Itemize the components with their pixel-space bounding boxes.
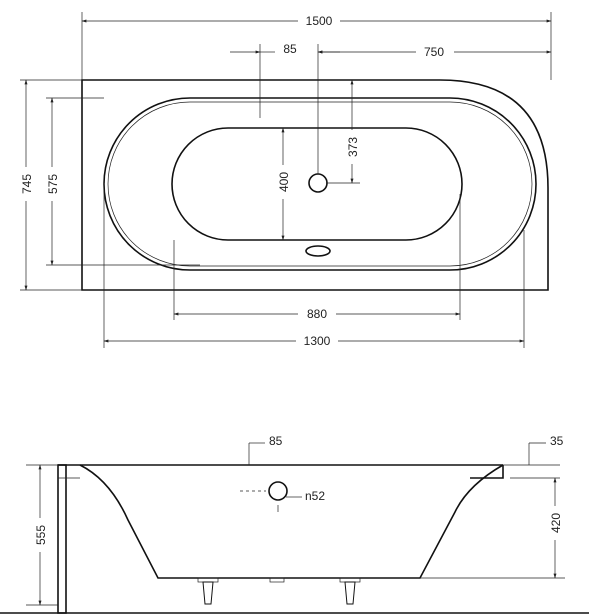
tub-side-profile xyxy=(79,464,504,579)
dim-400-label: 400 xyxy=(277,172,291,192)
dim-1500-label: 1500 xyxy=(306,14,333,28)
dim-n52-label: n52 xyxy=(305,489,325,503)
tub-rim-oval xyxy=(103,97,537,271)
side-panel xyxy=(57,464,67,614)
dim-555-label: 555 xyxy=(34,525,48,545)
dim-373-label: 373 xyxy=(346,137,360,157)
top-view: 1500 85 750 745 575 373 400 880 130 xyxy=(18,12,552,349)
tub-bottom-oval xyxy=(171,127,463,241)
dim-85-side-label: 85 xyxy=(269,434,283,448)
dim-1300-label: 1300 xyxy=(304,334,331,348)
tub-outer-outline xyxy=(81,79,549,291)
drain-circle xyxy=(308,173,328,193)
dim-85-top-label: 85 xyxy=(283,42,297,56)
tub-rim-oval-inner xyxy=(107,101,533,267)
dim-745-label: 745 xyxy=(20,174,34,194)
dim-420-label: 420 xyxy=(549,513,563,533)
tub-feet xyxy=(197,577,361,605)
overflow-circle xyxy=(268,481,288,501)
overflow-ellipse xyxy=(305,245,331,257)
dim-880-label: 880 xyxy=(307,307,327,321)
dim-35-label: 35 xyxy=(550,434,564,448)
dim-575-label: 575 xyxy=(46,174,60,194)
side-view: n52 85 35 555 420 xyxy=(0,434,589,614)
dim-750-label: 750 xyxy=(424,45,444,59)
